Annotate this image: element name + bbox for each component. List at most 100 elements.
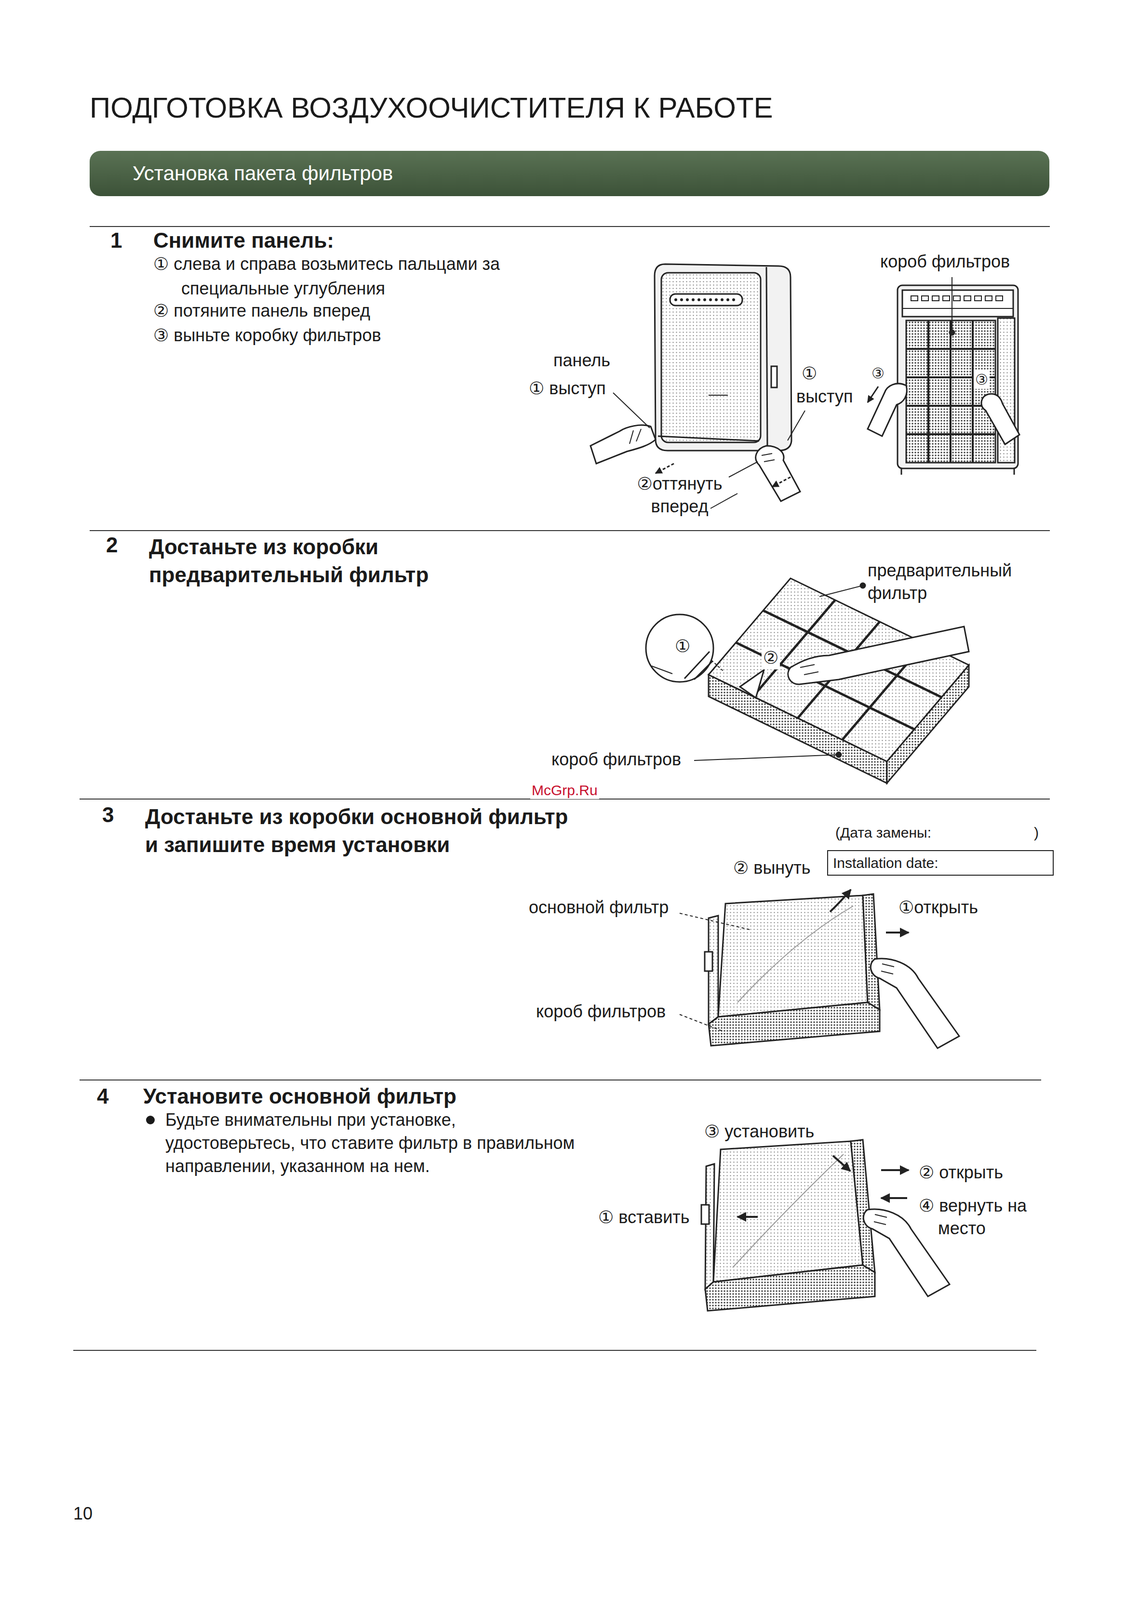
main-filter-install-figure [701,1205,710,1225]
step-number: 3 [102,803,114,828]
main-filter-remove-figure [737,906,854,1003]
main-filter-remove-figure [718,895,868,1018]
purifier-front-figure [787,410,805,441]
prefilter-figure [819,585,863,597]
date-note: ) [1033,824,1039,842]
filter-box-figure [867,277,1020,475]
callout-number: ① [673,635,692,658]
prefilter-figure [800,664,819,675]
prefilter-figure [708,578,969,762]
purifier-front-figure [771,366,778,388]
filter-box-figure [867,383,907,437]
action-label: ② вынуть [733,857,811,880]
filter-box-figure [911,295,1003,301]
action-label: ②оттянуть вперед [621,472,738,518]
step-heading: Достаньте из коробки предварительный фил… [148,533,487,590]
section-rule [73,1350,1037,1352]
date-box: Installation date: [827,850,1054,876]
filter-box-figure [897,285,1019,469]
filter-box-figure [971,320,974,463]
prefilter-figure [651,666,673,674]
prefilter-figure [788,626,969,685]
filter-box-figure [902,308,1014,309]
action-label: ② открыть [918,1161,1004,1185]
purifier-front-figure [697,298,701,302]
filter-box-figure [906,348,996,350]
step-heading: Снимите панель: [153,228,335,254]
callout-number: ③ [973,370,990,389]
date-note: (Дата замены: [835,824,932,842]
filter-box-figure [951,277,953,333]
purifier-front-figure [755,445,801,502]
main-filter-install-figure [850,1139,875,1273]
purifier-front-figure [655,463,674,474]
filter-box-figure [906,320,996,463]
instruction-text: ② потяните панель вперед [153,298,568,323]
part-label: предварительный фильтр [867,559,1042,605]
part-label: короб фильтров [880,250,1010,274]
section-rule [79,1079,1042,1081]
page-title: ПОДГОТОВКА ВОЗДУХООЧИСТИТЕЛЯ К РАБОТЕ [89,90,774,126]
step-number: 2 [106,533,118,558]
filter-box-figure [927,320,930,463]
purifier-front-figure [661,272,761,443]
prefilter-figure [860,583,866,589]
filter-box-figure [867,386,879,403]
purifier-front-figure [714,298,718,302]
main-filter-remove-figure [881,964,895,975]
filter-box-figure [902,290,1014,317]
step-heading: Достаньте из коробки основной фильтр и з… [145,803,570,859]
filter-box-figure [932,295,939,301]
prefilter-figure [739,670,765,698]
main-filter-install-figure [713,1141,863,1283]
main-filter-remove-figure [679,1014,724,1032]
purifier-front-figure [613,392,650,429]
filter-box-figure [911,295,918,301]
callout-number: ② [761,646,780,670]
callout-number: ③ [871,363,885,383]
section-rule [73,226,1050,1351]
bullet-dot [146,1115,155,1125]
callout-number: ① [801,362,818,386]
main-filter-install-figure [701,1139,950,1312]
box-text: Installation date: [832,854,1048,872]
main-filter-install-figure [881,1197,908,1200]
main-filter-install-figure [732,1154,844,1268]
part-label: короб фильтров [536,1000,666,1024]
step-number: 4 [96,1084,109,1110]
box-text: Установка пакета фильтров [132,161,1035,186]
main-filter-remove-figure [708,1002,880,1046]
main-filter-install-figure [881,1169,909,1172]
purifier-front-figure [728,461,758,478]
part-label: панель [553,349,611,373]
purifier-front-figure [654,264,792,451]
purifier-front-figure [772,477,791,487]
action-label: ④ вернуть на место [918,1194,1030,1240]
step-heading: Установите основной фильтр [143,1084,457,1110]
part-label: выступ [796,385,853,409]
purifier-front-figure [691,298,695,302]
section-rule [89,530,1050,532]
purifier-front-figure [657,436,760,442]
purifier-front-figure [708,394,728,396]
purifier-front-figure [629,428,642,444]
section-rule [89,226,1050,228]
purifier-front-figure [674,298,736,302]
part-label: короб фильтров [551,748,682,772]
purifier-front-figure [726,298,730,302]
main-filter-install-figure [705,1164,715,1290]
main-filter-remove-figure [870,958,960,1049]
filter-box-figure [942,295,950,301]
filter-box-figure [906,320,996,463]
main-filter-install-figure [832,1155,851,1172]
main-filter-remove-figure [862,894,880,1010]
purifier-front-figure [720,298,724,302]
watermark: McGrp.Ru [530,781,600,800]
purifier-front-figure [590,425,656,464]
instruction-text: Будьте внимательны при установке, удосто… [165,1108,590,1179]
filter-box-figure [981,393,1020,445]
main-filter-remove-figure [679,913,752,931]
filter-box-figure [949,330,955,336]
part-label: ① выступ [528,377,606,401]
filter-box-figure [953,295,961,301]
